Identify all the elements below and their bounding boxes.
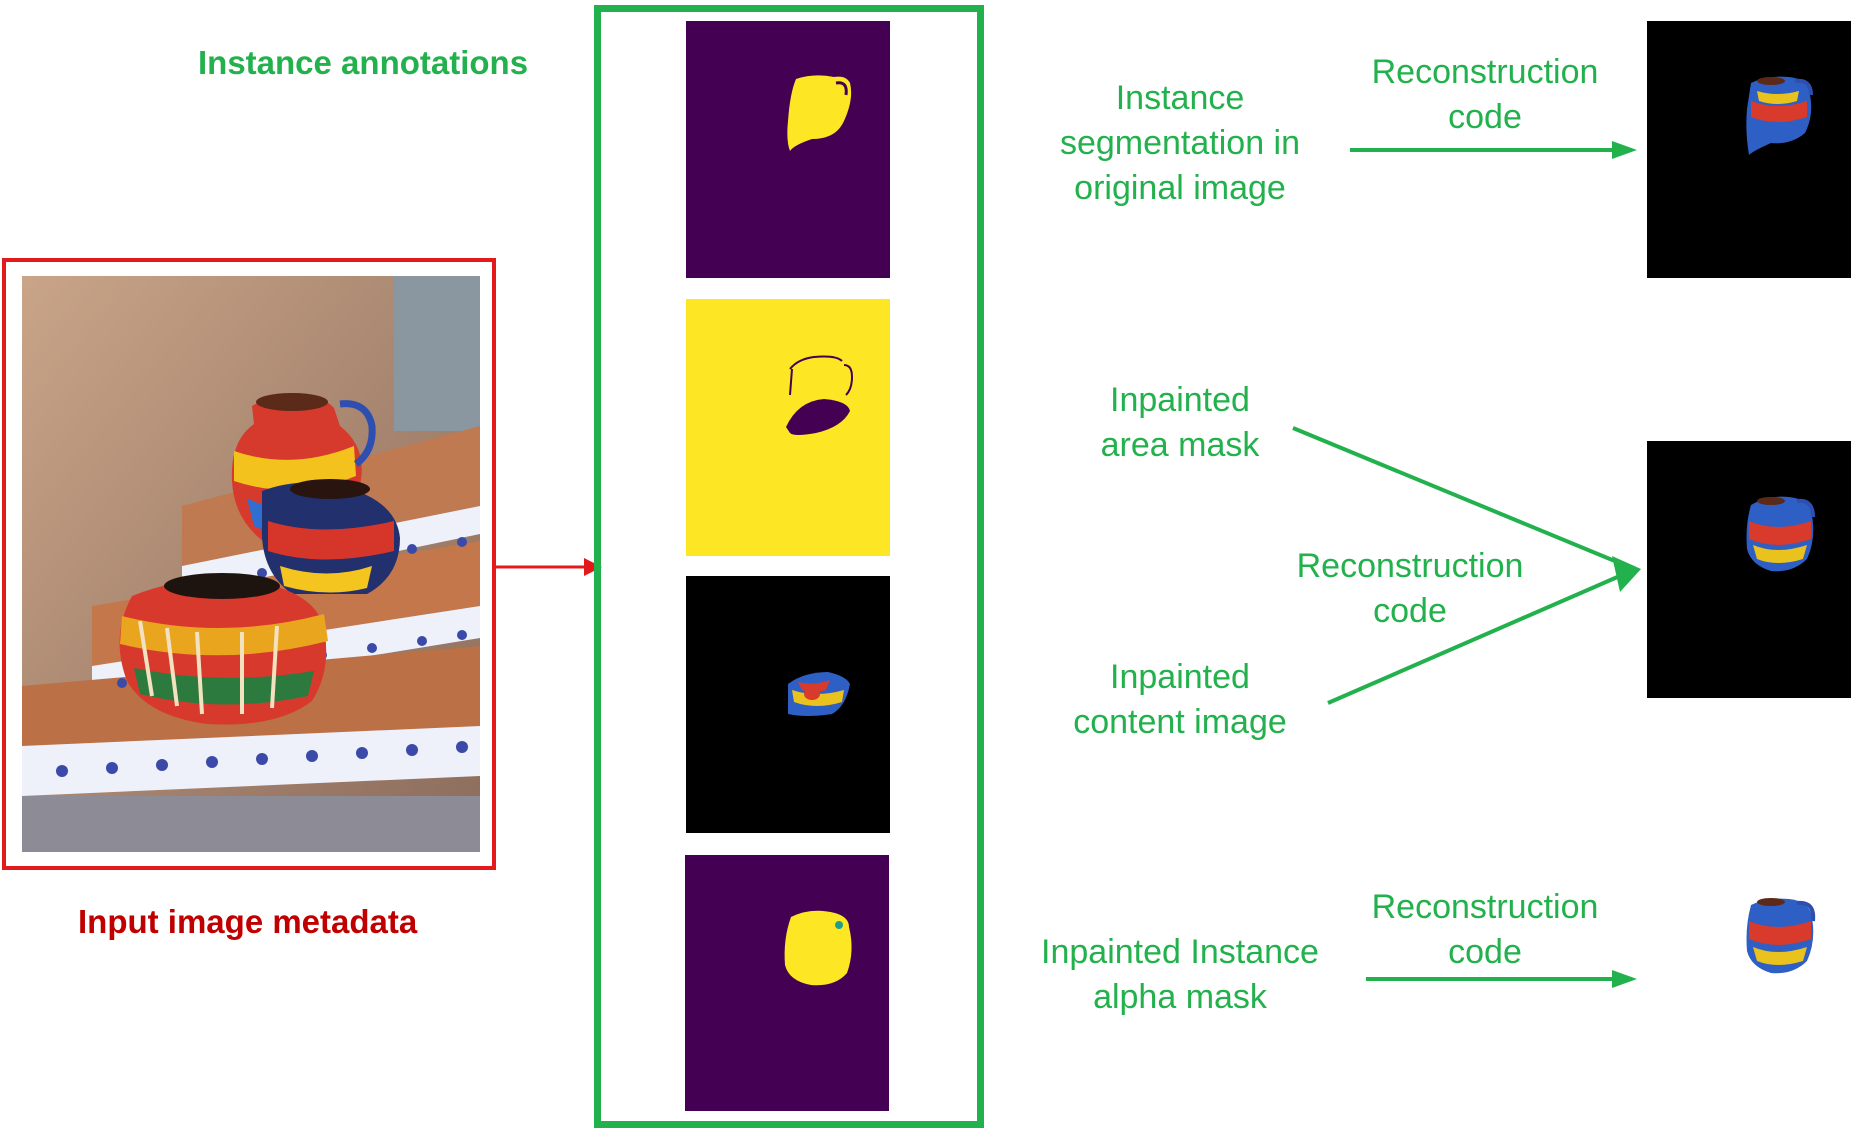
reconstruction-arrow-1 [1350,141,1637,159]
inpainted-alpha-mask-panel [685,855,889,1111]
inpainted-area-mask-panel [686,299,890,556]
inpainted-content-panel [686,576,890,833]
reconstruction-arrow-3 [1366,970,1637,988]
reconstruction-code-label-3: Reconstruction code [1371,888,1599,971]
input-to-annotations-arrow [496,558,602,576]
input-painting [22,276,480,852]
input-image-metadata-title: Input image metadata [78,903,418,940]
instance-segmentation-label: Instance segmentation in original image [1059,79,1301,207]
instance-annotations-title: Instance annotations [198,44,529,81]
output-instance-segmentation [1647,21,1851,278]
annotations-frame [594,5,984,1128]
reconstruction-code-label-2: Reconstruction code [1296,547,1524,630]
reconstruction-arrow-content [1327,556,1641,705]
input-image-frame [2,258,496,870]
reconstruction-code-label-1: Reconstruction code [1371,53,1599,136]
output-alpha-instance [1647,855,1851,1111]
inpainted-area-mask-label: Inpainted area mask [1100,381,1260,464]
inpainted-content-image-label: Inpainted content image [1073,658,1287,741]
output-inpainted [1647,441,1851,698]
reconstruction-arrow-area-mask [1292,426,1623,566]
inpainted-alpha-mask-label: Inpainted Instance alpha mask [1041,933,1319,1016]
instance-segmentation-panel [686,21,890,278]
